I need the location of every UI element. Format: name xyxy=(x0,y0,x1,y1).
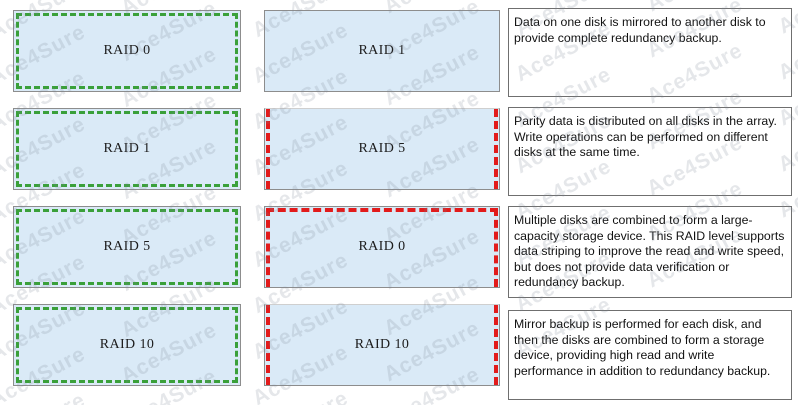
raid-tile-left-3[interactable]: RAID 10 xyxy=(13,304,241,386)
raid-tile-middle-2-label: RAID 0 xyxy=(358,239,406,254)
raid-tile-left-1-label: RAID 1 xyxy=(103,141,151,156)
raid-description-1: Parity data is distributed on all disks … xyxy=(508,107,792,196)
raid-tile-left-3-label: RAID 10 xyxy=(99,337,155,352)
raid-description-2-text: Multiple disks are combined to form a la… xyxy=(514,213,785,290)
raid-tile-left-0[interactable]: RAID 0 xyxy=(13,10,241,92)
raid-tile-middle-3-label: RAID 10 xyxy=(354,337,410,352)
raid-description-0-text: Data on one disk is mirrored to another … xyxy=(514,15,766,45)
raid-tile-left-1[interactable]: RAID 1 xyxy=(13,108,241,190)
raid-tile-middle-0-label: RAID 1 xyxy=(358,43,406,58)
raid-tile-middle-2[interactable]: RAID 0 xyxy=(264,206,500,288)
raid-tile-left-2-label: RAID 5 xyxy=(103,239,151,254)
raid-tile-left-0-label: RAID 0 xyxy=(103,43,151,58)
raid-tile-middle-3[interactable]: RAID 10 xyxy=(264,304,500,386)
raid-tile-left-2[interactable]: RAID 5 xyxy=(13,206,241,288)
raid-description-3-text: Mirror backup is performed for each disk… xyxy=(514,317,771,378)
raid-tile-middle-0[interactable]: RAID 1 xyxy=(264,10,500,92)
raid-description-2: Multiple disks are combined to form a la… xyxy=(508,206,792,298)
raid-description-1-text: Parity data is distributed on all disks … xyxy=(514,114,777,160)
raid-tile-middle-1[interactable]: RAID 5 xyxy=(264,108,500,190)
raid-description-0: Data on one disk is mirrored to another … xyxy=(508,8,792,97)
raid-tile-middle-1-label: RAID 5 xyxy=(358,141,406,156)
raid-description-3: Mirror backup is performed for each disk… xyxy=(508,310,792,400)
